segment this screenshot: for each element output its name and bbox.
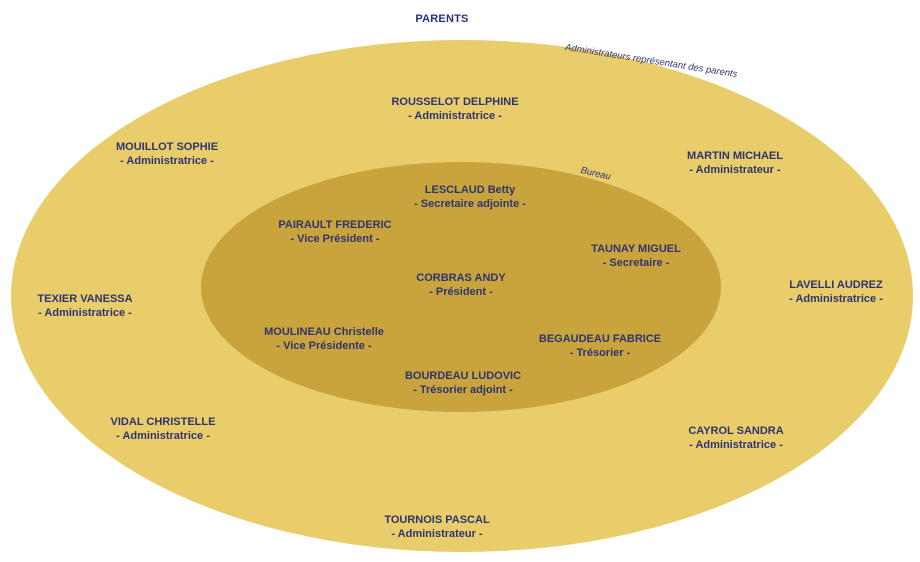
diagram-title: PARENTS	[415, 13, 469, 25]
admin-member: MOUILLOT SOPHIE - Administratrice -	[116, 140, 218, 168]
bureau-member: PAIRAULT FREDERIC - Vice Président -	[278, 218, 391, 246]
member-role: - Vice Président -	[290, 233, 380, 245]
member-name: LAVELLI AUDREZ	[789, 279, 883, 291]
member-name: VIDAL CHRISTELLE	[110, 416, 216, 428]
member-role: - Président -	[429, 286, 493, 298]
member-name: BOURDEAU LUDOVIC	[404, 370, 522, 382]
member-role: - Administratrice -	[120, 155, 214, 167]
admin-member: LAVELLI AUDREZ - Administratrice -	[789, 278, 883, 306]
bureau-member: BEGAUDEAU FABRICE - Trésorier -	[539, 332, 661, 360]
bureau-member: MOULINEAU Christelle - Vice Présidente -	[264, 325, 384, 353]
bureau-member: CORBRAS ANDY - Président -	[416, 271, 505, 299]
bureau-member: LESCLAUD Betty - Secretaire adjointe -	[414, 183, 526, 211]
admin-member: TEXIER VANESSA - Administratrice -	[37, 292, 132, 320]
admin-member: TOURNOIS PASCAL - Administrateur -	[384, 513, 489, 541]
member-role: - Administratrice -	[38, 307, 132, 319]
member-role: - Vice Présidente -	[276, 340, 372, 352]
member-name: LESCLAUD Betty	[424, 184, 516, 196]
member-role: - Administratrice -	[789, 293, 883, 305]
member-role: - Administratrice -	[689, 439, 783, 451]
admin-member: CAYROL SANDRA - Administratrice -	[688, 424, 783, 452]
member-role: - Administratrice -	[116, 430, 210, 442]
member-role: - Secretaire adjointe -	[414, 198, 526, 210]
member-role: - Administrateur -	[689, 164, 781, 176]
bureau-ellipse	[201, 162, 721, 412]
member-name: TAUNAY MIGUEL	[591, 243, 681, 255]
admin-member: ROUSSELOT DELPHINE - Administratrice -	[391, 95, 518, 123]
member-name: PAIRAULT FREDERIC	[278, 219, 392, 231]
bureau-member: TAUNAY MIGUEL - Secretaire -	[591, 242, 681, 270]
member-name: CORBRAS ANDY	[416, 272, 506, 284]
member-name: MARTIN MICHAEL	[687, 150, 783, 162]
member-role: - Trésorier adjoint -	[413, 384, 513, 396]
member-name: TEXIER VANESSA	[37, 293, 133, 305]
member-role: - Administrateur -	[391, 528, 483, 540]
admin-member: MARTIN MICHAEL - Administrateur -	[687, 149, 783, 177]
member-name: CAYROL SANDRA	[688, 425, 784, 437]
admin-member: VIDAL CHRISTELLE - Administratrice -	[111, 415, 216, 443]
member-name: MOUILLOT SOPHIE	[115, 141, 219, 153]
member-role: - Administratrice -	[408, 110, 502, 122]
member-role: - Trésorier -	[569, 347, 631, 359]
member-role: - Secretaire -	[602, 257, 670, 269]
member-name: BEGAUDEAU FABRICE	[538, 333, 662, 345]
member-name: TOURNOIS PASCAL	[384, 514, 490, 526]
bureau-member: BOURDEAU LUDOVIC - Trésorier adjoint -	[405, 369, 521, 397]
member-name: MOULINEAU Christelle	[264, 326, 384, 338]
member-name: ROUSSELOT DELPHINE	[391, 96, 519, 108]
